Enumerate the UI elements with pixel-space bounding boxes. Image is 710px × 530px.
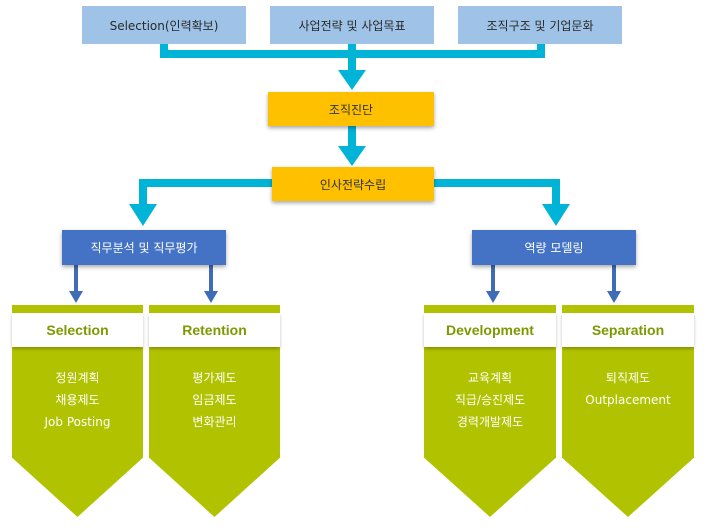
top-box-label: Selection(인력확보) <box>109 18 219 33</box>
top-box-selection: Selection(인력확보) <box>82 6 246 44</box>
job-analysis-label: 직무분석 및 직무평가 <box>90 241 198 255</box>
column-title-development: Development <box>424 313 556 347</box>
chevron-item: Job Posting <box>44 415 111 429</box>
competency-modeling-box: 역량 모델링 <box>472 230 636 265</box>
chevron-item: 퇴직제도 <box>605 371 651 385</box>
hr-strategy-label: 인사전략수립 <box>319 177 387 192</box>
column-title-separation: Separation <box>562 313 694 347</box>
competency-modeling-label: 역량 모델링 <box>524 241 584 255</box>
org-diagnosis-label: 조직진단 <box>328 102 374 117</box>
job-analysis-box: 직무분석 및 직무평가 <box>62 230 226 265</box>
top-box-label: 조직구조 및 기업문화 <box>486 18 594 33</box>
column-title-retention: Retention <box>149 313 280 347</box>
chevron-item: 정원계획 <box>55 371 100 385</box>
chevron-item: 교육계획 <box>467 371 513 385</box>
chevron-item: 임금제도 <box>192 393 237 407</box>
chevron-item: 경력개발제도 <box>456 415 524 429</box>
top-box-business-strategy: 사업전략 및 사업목표 <box>270 6 434 44</box>
column-title-selection: Selection <box>12 313 143 347</box>
chevron-item: 변화관리 <box>192 415 237 429</box>
chevron-item: 평가제도 <box>192 371 237 385</box>
top-box-label: 사업전략 및 사업목표 <box>298 18 406 33</box>
org-diagnosis-box: 조직진단 <box>268 92 434 126</box>
hr-strategy-box: 인사전략수립 <box>272 167 434 201</box>
chevron-item: 직급/승진제도 <box>454 393 526 407</box>
chevron-item: Outplacement <box>585 393 671 407</box>
top-box-org-structure: 조직구조 및 기업문화 <box>458 6 622 44</box>
chevron-item: 채용제도 <box>55 393 100 407</box>
